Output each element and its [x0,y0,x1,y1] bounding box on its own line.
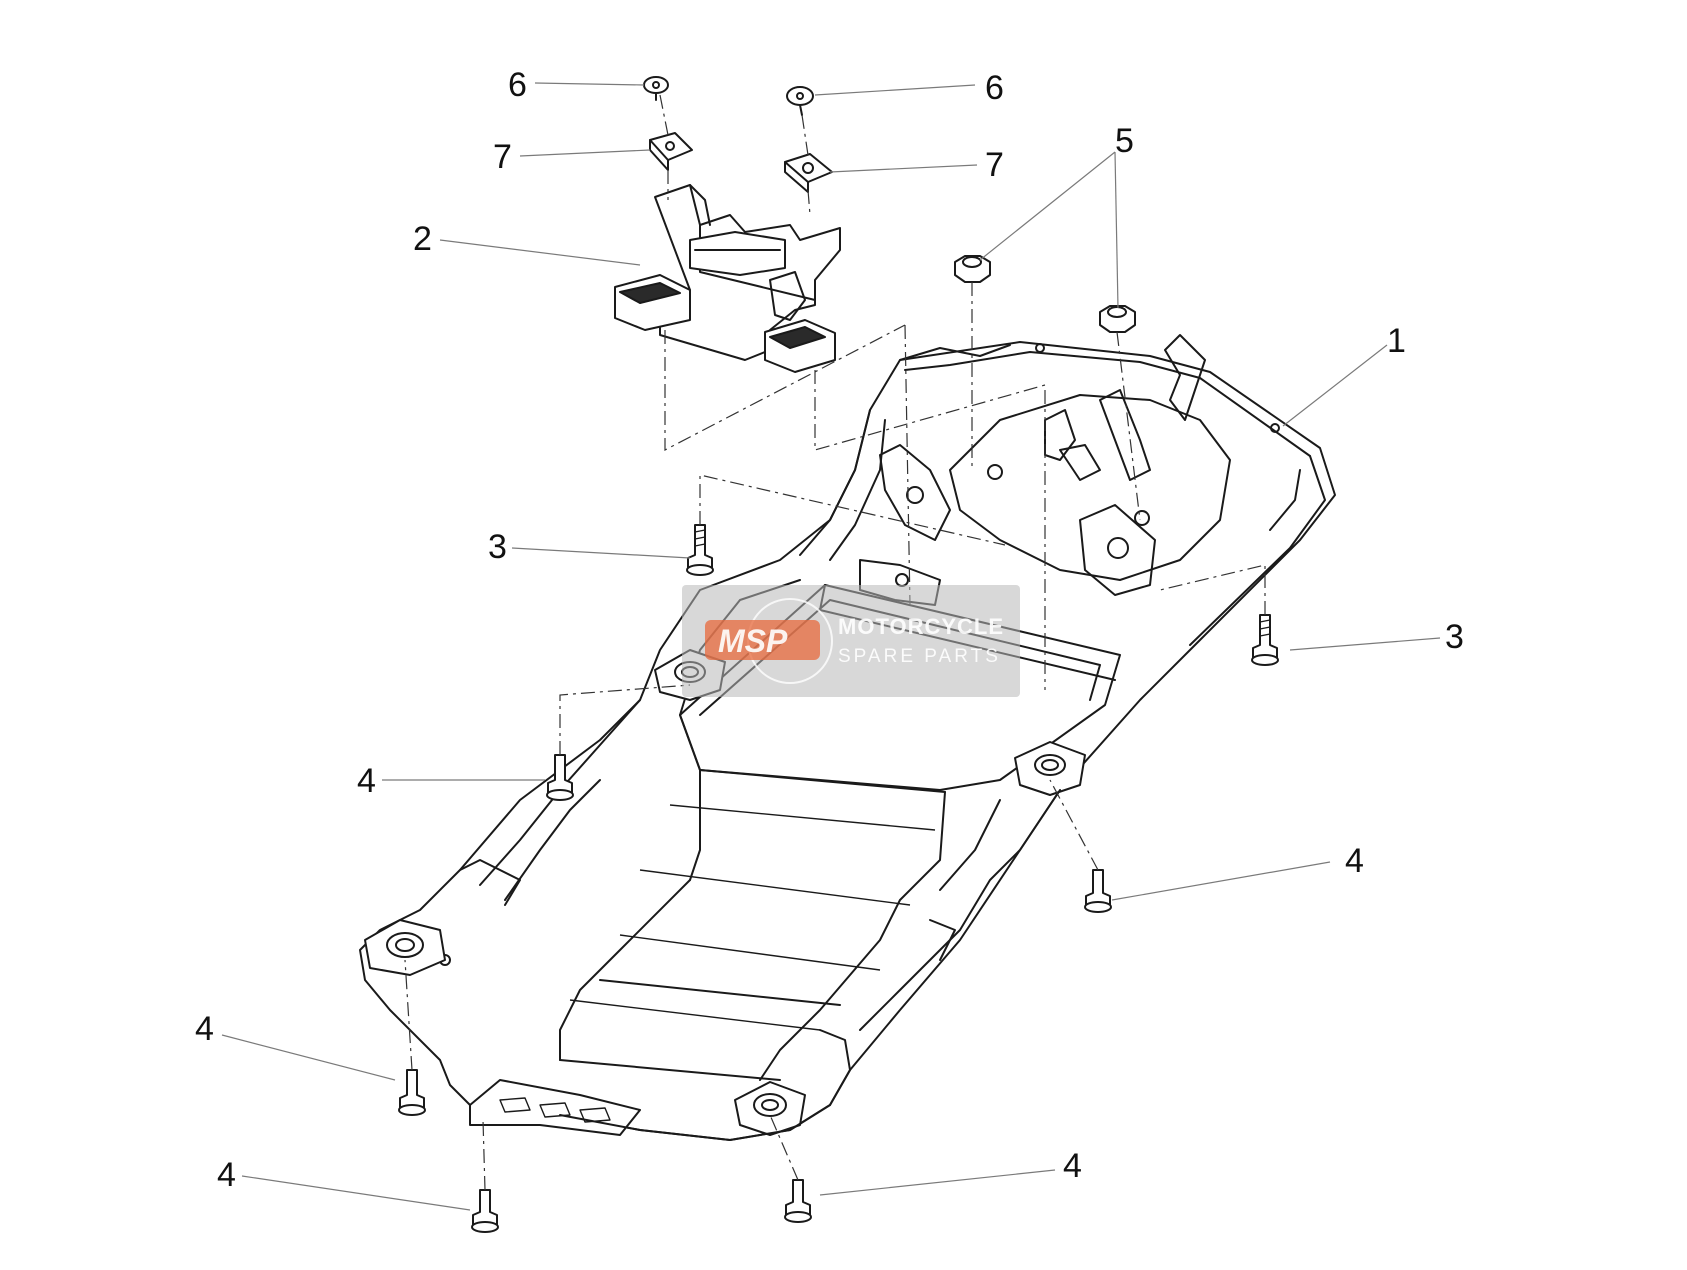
nut-part-5-right [1099,305,1136,333]
callout-1: 1 [1387,322,1406,360]
callout-4-d: 4 [217,1156,236,1194]
bolt-part-3-right [1251,614,1279,666]
assembly-lines [404,94,1266,1191]
callout-2: 2 [413,220,432,258]
watermark-line2: SPARE PARTS [838,646,1001,667]
callout-6-right: 6 [985,69,1004,107]
callout-6-left: 6 [508,66,527,104]
callout-labels: 6 6 7 7 5 2 1 3 3 4 4 4 4 4 [195,66,1464,1194]
callout-4-c: 4 [195,1010,214,1048]
bolt-part-4-d [471,1189,499,1233]
nut-part-5-left [954,255,991,283]
watermark: MSP MOTORCYCLE SPARE PARTS [682,585,1020,697]
callout-4-e: 4 [1063,1147,1082,1185]
callout-4-b: 4 [1345,842,1364,880]
screw-part-6-left [643,76,669,101]
bolt-part-4-a [546,754,574,801]
callout-5: 5 [1115,122,1134,160]
bolt-part-3-left [686,524,714,576]
callout-3-right: 3 [1445,618,1464,656]
callout-7-right: 7 [985,146,1004,184]
bolt-part-4-e [784,1179,812,1223]
leader-lines [221,82,1441,1211]
clip-part-7-right [784,153,833,193]
callout-4-a: 4 [357,762,376,800]
screw-part-6-right [786,86,814,116]
callout-7-left: 7 [493,138,512,176]
clip-part-7-left [649,132,693,171]
callout-3-left: 3 [488,528,507,566]
bolt-part-4-b [1084,869,1112,913]
bracket-part-2 [614,184,841,373]
bolt-part-4-c [398,1069,426,1116]
undertray-part-1 [359,334,1336,1141]
watermark-line1: MOTORCYCLE [838,614,1004,639]
watermark-logo: MSP [718,623,788,659]
